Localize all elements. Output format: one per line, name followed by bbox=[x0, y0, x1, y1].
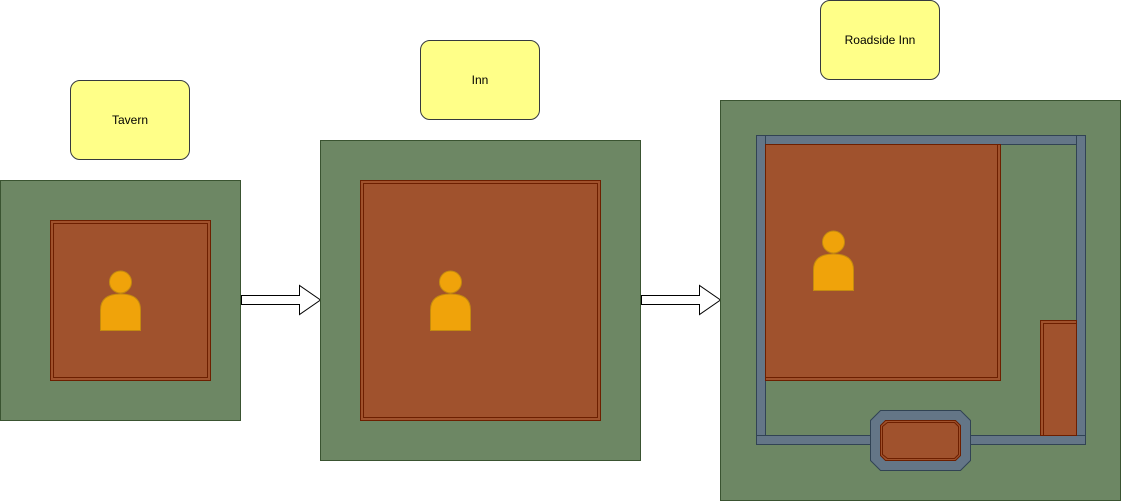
roadside-inn-label: Roadside Inn bbox=[820, 0, 940, 80]
inn-floor bbox=[360, 180, 601, 421]
perimeter-wall-right bbox=[1076, 135, 1086, 445]
main-building-floor-inner bbox=[766, 145, 998, 378]
side-building-floor bbox=[1040, 320, 1077, 436]
gatehouse bbox=[870, 410, 971, 471]
tavern-label-text: Tavern bbox=[111, 113, 149, 127]
roadside-inn-label-text: Roadside Inn bbox=[844, 33, 916, 47]
person-icon bbox=[100, 270, 141, 331]
inn-label-text: Inn bbox=[471, 73, 489, 87]
side-building-floor-inner bbox=[1043, 323, 1076, 435]
arrow-right-icon bbox=[641, 284, 722, 316]
inn-label: Inn bbox=[420, 40, 540, 120]
person-icon bbox=[813, 230, 854, 291]
tavern-floor-inner bbox=[53, 223, 208, 378]
arrow-right-icon bbox=[241, 284, 322, 316]
main-building-floor bbox=[765, 144, 1001, 381]
person-icon bbox=[430, 270, 471, 331]
tavern-label: Tavern bbox=[70, 80, 190, 160]
inn-floor-inner bbox=[363, 183, 598, 418]
